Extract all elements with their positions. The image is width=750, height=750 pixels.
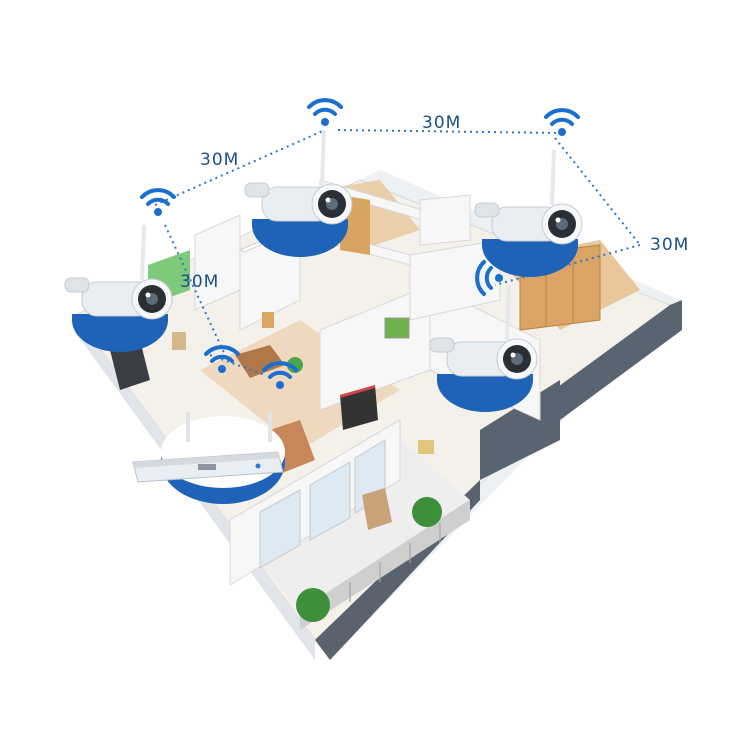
- security-camera-icon: [245, 130, 352, 257]
- security-camera-icon: [65, 225, 172, 352]
- plant-left: [296, 588, 330, 622]
- distance-label-left-middle: 30M: [180, 272, 219, 292]
- security-camera-icon: [475, 150, 582, 277]
- wifi-signal-icon: [142, 190, 174, 216]
- wifi-signal-icon: [309, 100, 341, 126]
- distance-label-top-middle: 30M: [422, 113, 461, 133]
- distance-label-right: 30M: [650, 235, 689, 255]
- plant-right: [412, 497, 442, 527]
- house-floorplan: [70, 170, 682, 660]
- distance-label-top-left: 30M: [200, 150, 239, 170]
- wifi-signal-icon: [546, 110, 578, 136]
